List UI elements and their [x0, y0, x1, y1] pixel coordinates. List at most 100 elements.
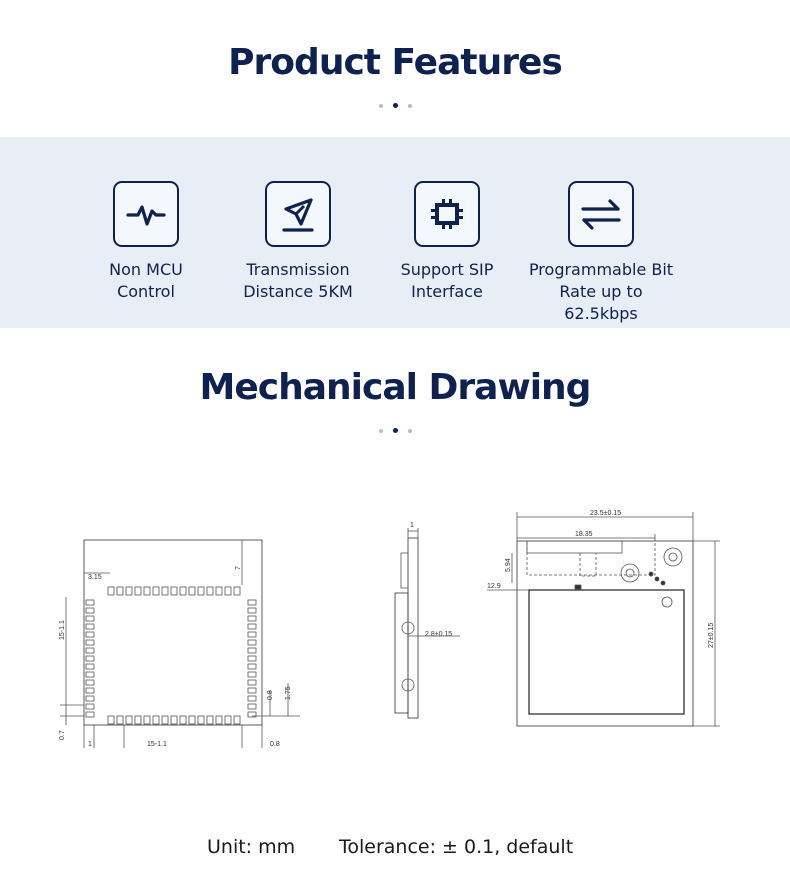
dim-side-thickness: 1	[410, 522, 414, 529]
pin-pad	[152, 715, 160, 725]
send-icon	[265, 181, 331, 247]
feature-sip: Support SIP Interface	[367, 181, 527, 303]
pin-pad	[143, 715, 151, 725]
chip-icon	[414, 181, 480, 247]
dot	[378, 103, 383, 108]
pin-pad	[247, 671, 257, 678]
drawing-title: Mechanical Drawing	[199, 367, 592, 408]
unit-note: Unit: mm	[207, 836, 296, 858]
pin-pad	[170, 586, 178, 596]
feature-non-mcu: Non MCU Control	[66, 181, 226, 303]
pin-pad	[188, 715, 196, 725]
pin-pad	[179, 586, 187, 596]
pcb-view-dimensions: 23.5±0.15 18.35 5.94 12.9 27±0.15	[487, 510, 715, 648]
pin-pad	[85, 631, 95, 638]
exchange-arrows-icon	[568, 181, 634, 247]
dim-corner-pin: 0.8	[270, 741, 280, 748]
dim-bottom-edge: 0.7	[59, 730, 66, 740]
dot	[378, 428, 383, 433]
dot-active	[392, 103, 398, 109]
side-view-dimensions: 1 2.8±0.15	[410, 522, 452, 638]
top-view-dimensions: 3.15 7 15-1.1 0.8 1.75 0.7 1 15-1.1 0.8	[59, 566, 292, 748]
pin-pad	[85, 687, 95, 694]
pin-pad	[206, 715, 214, 725]
feature-transmission: Transmission Distance 5KM	[218, 181, 378, 303]
pin-pad	[143, 586, 151, 596]
dim-antenna-height: 5.94	[505, 558, 512, 572]
pin-pad	[85, 711, 95, 718]
pin-pad	[206, 586, 214, 596]
dim-pin-gap-b: 1.75	[285, 686, 292, 700]
pin-pad	[179, 715, 187, 725]
dim-width: 23.5±0.15	[590, 510, 621, 517]
dim-top-pad-offset: 3.15	[88, 574, 102, 581]
pin-pad	[247, 695, 257, 702]
pcb-view	[487, 512, 720, 727]
feature-label: Programmable Bit Rate up to 62.5kbps	[528, 260, 674, 323]
pin-pad	[247, 655, 257, 662]
pin-pad	[85, 655, 95, 662]
pin-pad	[116, 715, 124, 725]
pin-pad	[85, 647, 95, 654]
pin-pad	[247, 639, 257, 646]
pin-pad	[125, 715, 133, 725]
pin-pad	[247, 615, 257, 622]
pin-pad	[85, 695, 95, 702]
pin-pad	[247, 663, 257, 670]
pin-pad	[85, 663, 95, 670]
pin-pad	[247, 607, 257, 614]
pin-pad	[215, 715, 223, 725]
pin-pad	[247, 687, 257, 694]
pin-pad	[85, 599, 95, 606]
pin-pad	[85, 615, 95, 622]
pin-pad	[224, 586, 232, 596]
top-view	[60, 539, 300, 748]
feature-label: Support SIP Interface	[400, 260, 494, 301]
pin-pad	[152, 586, 160, 596]
pin-pad	[247, 647, 257, 654]
feature-label: Non MCU Control	[109, 260, 183, 301]
pin-pad	[161, 715, 169, 725]
feature-label: Transmission Distance 5KM	[243, 260, 353, 301]
features-band: Non MCU Control Transmission Distance 5K…	[0, 137, 790, 328]
pin-pad	[85, 607, 95, 614]
dim-antenna-length: 18.35	[575, 531, 593, 538]
mechanical-drawing: 3.15 7 15-1.1 0.8 1.75 0.7 1 15-1.1 0.8 …	[59, 510, 720, 748]
dot	[407, 103, 412, 108]
dim-top-margin: 7	[235, 566, 242, 570]
dim-height: 27±0.15	[708, 623, 715, 648]
pulse-icon	[113, 181, 179, 247]
pin-pad	[215, 586, 223, 596]
dim-left-pins: 15-1.1	[59, 620, 66, 640]
pin-pad	[233, 715, 241, 725]
pin-pad	[247, 623, 257, 630]
features-title: Product Features	[228, 42, 563, 83]
pin-pad	[247, 679, 257, 686]
pin-pad	[188, 586, 196, 596]
pin-pad	[197, 715, 205, 725]
pin-pad	[170, 715, 178, 725]
pin-pad	[85, 671, 95, 678]
pin-pad	[134, 586, 142, 596]
pin-pad	[125, 586, 133, 596]
feature-bitrate: Programmable Bit Rate up to 62.5kbps	[521, 181, 681, 325]
pin-pad	[85, 679, 95, 686]
pin-pad	[85, 639, 95, 646]
pin-pad	[161, 586, 169, 596]
dim-bottom-pins: 15-1.1	[147, 741, 167, 748]
dot	[407, 428, 412, 433]
pin-pad	[233, 586, 241, 596]
pin-pad	[85, 703, 95, 710]
pin-pad	[107, 586, 115, 596]
pin-pad	[247, 599, 257, 606]
dim-bottom-pin: 1	[88, 741, 92, 748]
dim-side-height: 2.8±0.15	[425, 631, 452, 638]
tolerance-note: Tolerance: ± 0.1, default	[339, 836, 574, 858]
pin-pad	[134, 715, 142, 725]
pin-pad	[247, 631, 257, 638]
drawing-title-dots	[0, 422, 790, 440]
pin-pad	[197, 586, 205, 596]
dot-active	[392, 428, 398, 434]
pin-pad	[85, 623, 95, 630]
dim-pin-gap-a: 0.8	[267, 690, 274, 700]
